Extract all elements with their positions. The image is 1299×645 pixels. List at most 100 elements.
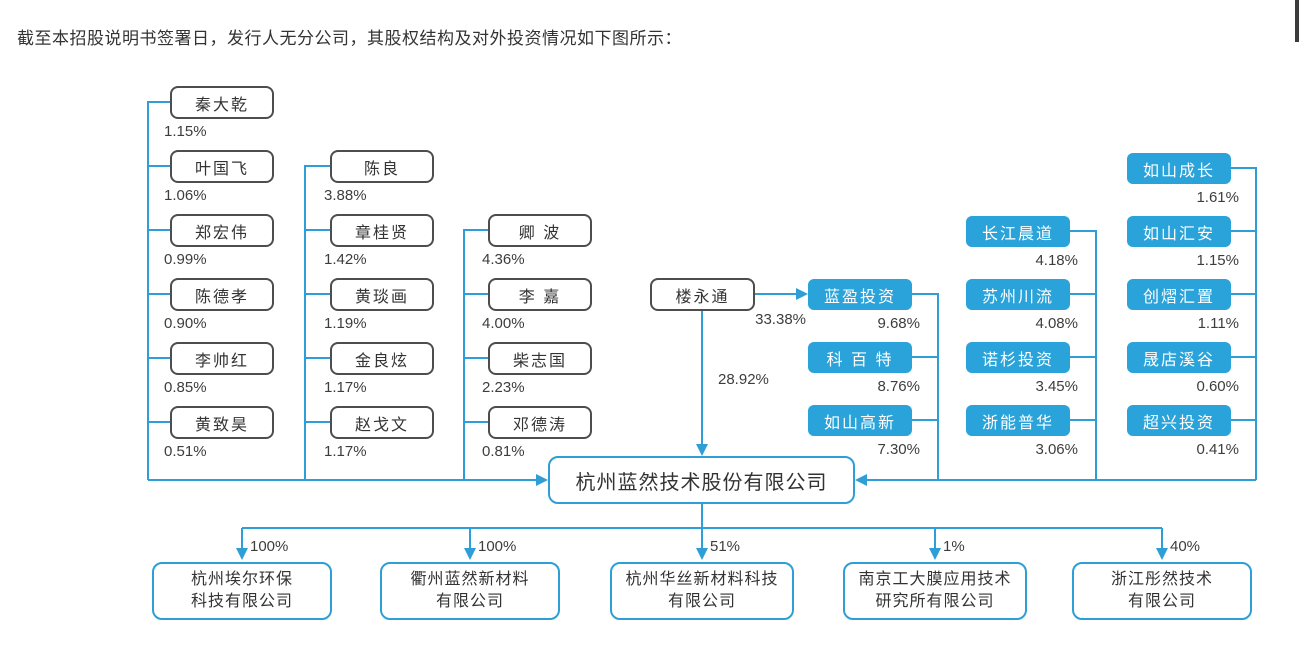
shareholding-pct: 0.81% [482, 443, 525, 460]
shareholder-unit: 秦大乾 1.15% [164, 86, 274, 150]
institution-shareholder: 如山汇安 [1127, 216, 1231, 247]
shareholding-pct: 8.76% [877, 378, 920, 395]
shareholding-pct: 0.99% [164, 251, 207, 268]
page-edge-artifact [1295, 0, 1299, 42]
shareholding-pct: 1.15% [1196, 252, 1239, 269]
individual-shareholder: 李帅红 [170, 342, 274, 375]
subsidiary-pct-label: 40% [1170, 538, 1201, 555]
shareholding-pct: 1.42% [324, 251, 367, 268]
subsidiary-name-line2: 科技有限公司 [190, 593, 293, 610]
pct-lou-to-lanying: 33.38% [755, 311, 806, 328]
individual-shareholder: 秦大乾 [170, 86, 274, 119]
shareholding-pct: 3.06% [1035, 441, 1078, 458]
shareholder-unit: 章桂贤 1.42% [324, 214, 434, 278]
shareholding-pct: 0.85% [164, 379, 207, 396]
shareholder-unit: 黄琰画 1.19% [324, 278, 434, 342]
shareholding-pct: 4.18% [1035, 252, 1078, 269]
shareholding-pct: 9.68% [877, 315, 920, 332]
institution-shareholder: 苏州川流 [966, 279, 1070, 310]
shareholder-unit: 如山高新 7.30% [808, 405, 920, 468]
subsidiary-pct-label: 51% [710, 538, 741, 555]
shareholder-unit: 李帅红 0.85% [164, 342, 274, 406]
shareholder-unit: 卿 波 4.36% [482, 214, 592, 278]
subsidiary-box: 杭州华丝新材料科技 有限公司 [610, 562, 794, 620]
subsidiary-pct-label: 100% [478, 538, 517, 555]
subsidiary-box: 浙江彤然技术 有限公司 [1072, 562, 1252, 620]
shareholder-unit: 浙能普华 3.06% [966, 405, 1078, 468]
individual-shareholder: 郑宏伟 [170, 214, 274, 247]
subsidiary-name-line2: 有限公司 [1127, 593, 1196, 610]
shareholder-unit: 诺杉投资 3.45% [966, 342, 1078, 405]
shareholder-unit: 超兴投资 0.41% [1127, 405, 1239, 468]
shareholding-pct: 3.45% [1035, 378, 1078, 395]
shareholding-pct: 1.19% [324, 315, 367, 332]
shareholder-unit: 如山成长 1.61% [1127, 153, 1239, 216]
subsidiary-box: 杭州埃尔环保 科技有限公司 [152, 562, 332, 620]
individual-shareholder: 金良炫 [330, 342, 434, 375]
shareholder-unit: 苏州川流 4.08% [966, 279, 1078, 342]
institution-column-1: 蓝盈投资 9.68% 科 百 特 8.76% 如山高新 7.30% [808, 279, 920, 468]
institution-shareholder: 长江晨道 [966, 216, 1070, 247]
shareholding-pct: 0.90% [164, 315, 207, 332]
subsidiary-name-line1: 衢州蓝然新材料 [410, 571, 530, 589]
shareholder-unit: 柴志国 2.23% [482, 342, 592, 406]
institution-shareholder: 创熠汇置 [1127, 279, 1231, 310]
individual-shareholder: 柴志国 [488, 342, 592, 375]
shareholding-pct: 1.17% [324, 379, 367, 396]
individual-shareholder: 陈良 [330, 150, 434, 183]
subsidiary-box: 南京工大膜应用技术 研究所有限公司 [843, 562, 1027, 620]
individual-shareholder: 黄琰画 [330, 278, 434, 311]
institution-shareholder: 浙能普华 [966, 405, 1070, 436]
shareholder-unit: 如山汇安 1.15% [1127, 216, 1239, 279]
shareholder-unit: 晟店溪谷 0.60% [1127, 342, 1239, 405]
shareholding-pct: 2.23% [482, 379, 525, 396]
institution-column-3: 如山成长 1.61% 如山汇安 1.15% 创熠汇置 1.11% 晟店溪谷 0.… [1127, 153, 1239, 468]
shareholder-unit: 叶国飞 1.06% [164, 150, 274, 214]
individual-shareholder: 陈德孝 [170, 278, 274, 311]
subsidiary-name-line1: 杭州埃尔环保 [190, 571, 293, 589]
shareholder-unit: 金良炫 1.17% [324, 342, 434, 406]
subsidiary-name-line1: 浙江彤然技术 [1110, 571, 1213, 589]
shareholder-unit: 长江晨道 4.18% [966, 216, 1078, 279]
institution-shareholder: 蓝盈投资 [808, 279, 912, 310]
institution-shareholder: 如山高新 [808, 405, 912, 436]
individual-shareholder: 卿 波 [488, 214, 592, 247]
shareholding-pct: 0.51% [164, 443, 207, 460]
shareholding-pct: 4.08% [1035, 315, 1078, 332]
shareholding-pct: 1.61% [1196, 189, 1239, 206]
shareholding-pct: 4.00% [482, 315, 525, 332]
individual-shareholder: 李 嘉 [488, 278, 592, 311]
individual-shareholder: 邓德涛 [488, 406, 592, 439]
shareholder-unit: 陈良 3.88% [324, 150, 434, 214]
shareholding-pct: 0.60% [1196, 378, 1239, 395]
individual-shareholder: 赵戈文 [330, 406, 434, 439]
shareholder-unit: 蓝盈投资 9.68% [808, 279, 920, 342]
shareholder-unit: 李 嘉 4.00% [482, 278, 592, 342]
shareholding-pct: 1.17% [324, 443, 367, 460]
subsidiary-name-line2: 研究所有限公司 [875, 593, 995, 610]
institution-column-2: 长江晨道 4.18% 苏州川流 4.08% 诺杉投资 3.45% 浙能普华 3.… [966, 216, 1078, 468]
subsidiary-name-line2: 有限公司 [667, 593, 736, 610]
individual-shareholder: 章桂贤 [330, 214, 434, 247]
subsidiary-name-line1: 南京工大膜应用技术 [858, 571, 1012, 589]
subsidiary-pct-label: 100% [250, 538, 289, 555]
shareholding-pct: 4.36% [482, 251, 525, 268]
subsidiary-pct-label: 1% [943, 538, 965, 555]
individual-shareholder: 黄致昊 [170, 406, 274, 439]
shareholding-pct: 1.15% [164, 123, 207, 140]
subsidiary-name-line2: 有限公司 [435, 593, 504, 610]
individual-shareholder-column-1: 秦大乾 1.15% 叶国飞 1.06% 郑宏伟 0.99% 陈德孝 0.90% … [164, 86, 274, 470]
shareholder-unit: 邓德涛 0.81% [482, 406, 592, 470]
shareholder-unit: 科 百 特 8.76% [808, 342, 920, 405]
institution-shareholder: 如山成长 [1127, 153, 1231, 184]
institution-shareholder: 诺杉投资 [966, 342, 1070, 373]
subsidiary-name-line1: 杭州华丝新材料科技 [625, 571, 779, 589]
shareholder-unit: 郑宏伟 0.99% [164, 214, 274, 278]
shareholding-pct: 1.06% [164, 187, 207, 204]
institution-shareholder: 科 百 特 [808, 342, 912, 373]
individual-shareholder-column-3: 卿 波 4.36% 李 嘉 4.00% 柴志国 2.23% 邓德涛 0.81% [482, 214, 592, 470]
shareholding-pct: 1.11% [1197, 315, 1239, 332]
shareholder-unit: 赵戈文 1.17% [324, 406, 434, 470]
shareholding-pct: 7.30% [877, 441, 920, 458]
